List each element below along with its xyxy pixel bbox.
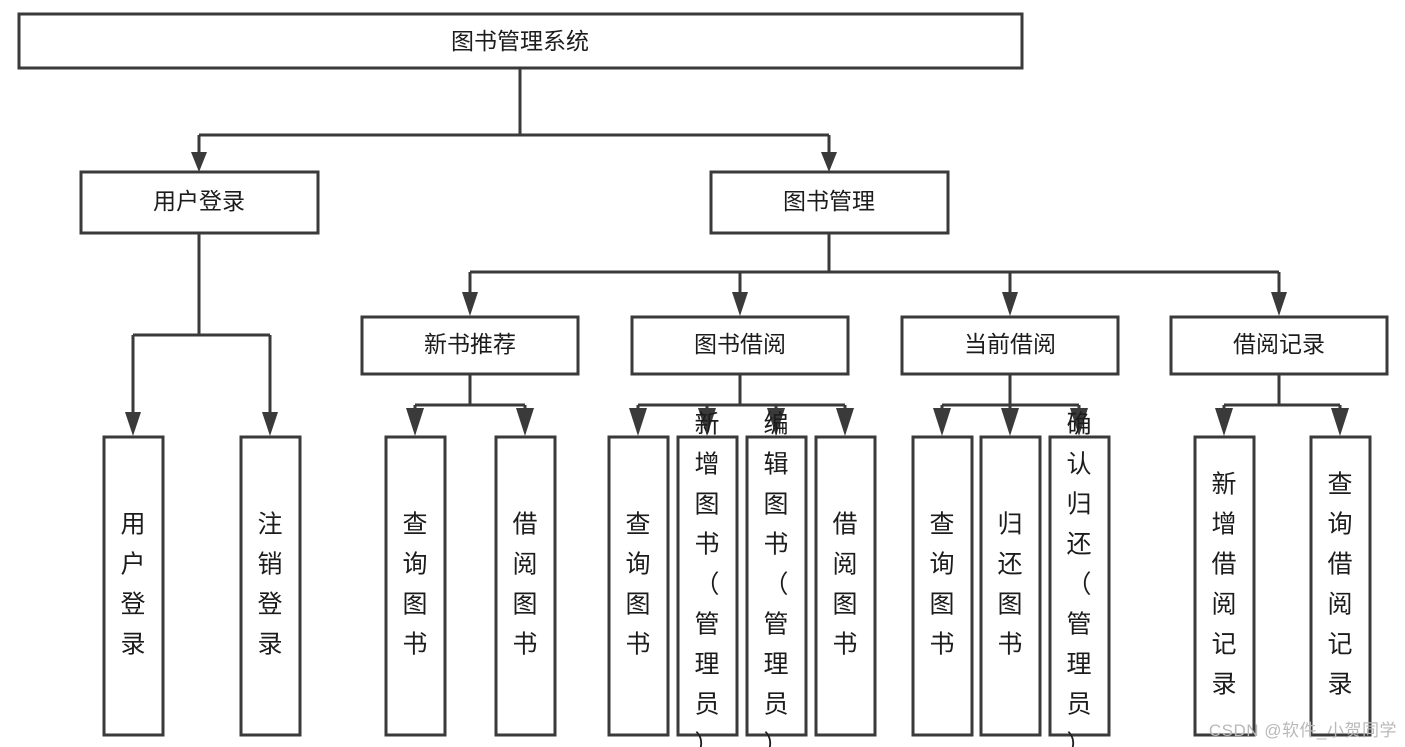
node-book-manage[interactable]: 图书管理 bbox=[709, 170, 950, 235]
arrow-head-leaf-borrow-book-2 bbox=[836, 408, 854, 436]
node-book-manage-label: 图书管理 bbox=[783, 188, 875, 214]
leaf-query-book-1-label: 查询图书 bbox=[402, 511, 427, 659]
node-borrow-record-box[interactable] bbox=[1169, 315, 1389, 376]
leaf-return-book-label: 归还图书 bbox=[997, 511, 1022, 659]
arrow-head-borrow-record bbox=[1271, 292, 1287, 316]
arrow-head-new-book-recommend bbox=[462, 292, 478, 316]
node-user-login-label: 用户登录 bbox=[153, 188, 245, 214]
leaf-query-book-3[interactable]: 查询图书 bbox=[911, 435, 974, 737]
leaf-edit-book[interactable]: 编辑图书（管理员） bbox=[745, 411, 808, 747]
leaf-confirm-return[interactable]: 确认归还（管理员） bbox=[1048, 411, 1111, 747]
leaf-logout-label: 注销登录 bbox=[257, 511, 282, 659]
node-book-borrow[interactable]: 图书借阅 bbox=[630, 315, 850, 376]
arrow-head-leaf-query-record bbox=[1331, 408, 1349, 436]
node-user-login[interactable]: 用户登录 bbox=[79, 170, 320, 235]
arrow-head-book-borrow bbox=[732, 292, 748, 316]
node-book-manage-box[interactable] bbox=[709, 170, 950, 235]
leaf-logout-box[interactable] bbox=[239, 435, 302, 737]
node-borrow-record-label: 借阅记录 bbox=[1233, 331, 1325, 357]
leaf-borrow-book-1-label: 借阅图书 bbox=[512, 511, 537, 659]
leaf-borrow-book-2[interactable]: 借阅图书 bbox=[814, 435, 877, 737]
arrow-head-leaf-add-record bbox=[1215, 408, 1233, 436]
leaf-add-book-label: 新增图书（管理员） bbox=[694, 411, 719, 747]
leaf-query-book-2-box[interactable] bbox=[607, 435, 670, 737]
leaf-query-record-box[interactable] bbox=[1309, 435, 1372, 737]
arrow-head-leaf-logout bbox=[262, 412, 278, 436]
leaf-return-book[interactable]: 归还图书 bbox=[979, 435, 1042, 737]
connector-layer bbox=[125, 68, 1349, 436]
arrow-head-leaf-confirm-return bbox=[1070, 408, 1088, 436]
leaf-user-login-label: 用户登录 bbox=[120, 511, 145, 659]
leaf-edit-book-box[interactable] bbox=[745, 435, 808, 737]
leaf-query-record-label: 查询借阅记录 bbox=[1327, 471, 1352, 699]
leaf-confirm-return-box[interactable] bbox=[1048, 435, 1111, 737]
leaf-query-book-2[interactable]: 查询图书 bbox=[607, 435, 670, 737]
leaf-confirm-return-label: 确认归还（管理员） bbox=[1066, 411, 1091, 747]
leaf-query-book-3-box[interactable] bbox=[911, 435, 974, 737]
leaf-query-book-2-label: 查询图书 bbox=[625, 511, 650, 659]
leaf-add-record-label: 新增借阅记录 bbox=[1211, 471, 1236, 699]
arrow-head-leaf-user-login bbox=[125, 412, 141, 436]
node-book-borrow-label: 图书借阅 bbox=[694, 331, 786, 357]
leaf-query-book-1-box[interactable] bbox=[384, 435, 447, 737]
node-new-book-recommend[interactable]: 新书推荐 bbox=[360, 315, 580, 376]
node-new-book-recommend-box[interactable] bbox=[360, 315, 580, 376]
arrow-head-leaf-query-book-3 bbox=[933, 408, 951, 436]
leaf-add-record-box[interactable] bbox=[1193, 435, 1256, 737]
leaf-borrow-book-2-label: 借阅图书 bbox=[832, 511, 857, 659]
node-current-borrow-label: 当前借阅 bbox=[964, 331, 1056, 357]
leaf-query-book-3-label: 查询图书 bbox=[929, 511, 954, 659]
arrow-head-leaf-add-book bbox=[698, 408, 716, 436]
leaf-query-record[interactable]: 查询借阅记录 bbox=[1309, 435, 1372, 737]
leaf-query-book-1[interactable]: 查询图书 bbox=[384, 435, 447, 737]
node-root[interactable]: 图书管理系统 bbox=[17, 12, 1024, 70]
node-book-borrow-box[interactable] bbox=[630, 315, 850, 376]
node-current-borrow[interactable]: 当前借阅 bbox=[900, 315, 1120, 376]
arrow-head-book-manage bbox=[821, 152, 837, 172]
leaf-add-record[interactable]: 新增借阅记录 bbox=[1193, 435, 1256, 737]
arrow-head-leaf-query-book-1 bbox=[406, 408, 424, 436]
arrow-head-leaf-return-book bbox=[1001, 408, 1019, 436]
node-root-box[interactable] bbox=[17, 12, 1024, 70]
leaf-borrow-book-2-box[interactable] bbox=[814, 435, 877, 737]
node-root-label: 图书管理系统 bbox=[451, 28, 589, 54]
csdn-watermark: CSDN @软件_小贺同学 bbox=[1208, 721, 1397, 740]
leaf-add-book[interactable]: 新增图书（管理员） bbox=[676, 411, 739, 747]
arrow-head-user-login bbox=[191, 152, 207, 172]
node-current-borrow-box[interactable] bbox=[900, 315, 1120, 376]
leaf-user-login[interactable]: 用户登录 bbox=[102, 435, 165, 737]
leaf-edit-book-label: 编辑图书（管理员） bbox=[763, 411, 788, 747]
leaf-return-book-box[interactable] bbox=[979, 435, 1042, 737]
arrow-head-leaf-edit-book bbox=[767, 408, 785, 436]
leaf-user-login-box[interactable] bbox=[102, 435, 165, 737]
leaf-add-book-box[interactable] bbox=[676, 435, 739, 737]
leaf-borrow-book-1-box[interactable] bbox=[494, 435, 557, 737]
node-user-login-box[interactable] bbox=[79, 170, 320, 235]
node-borrow-record[interactable]: 借阅记录 bbox=[1169, 315, 1389, 376]
leaf-logout[interactable]: 注销登录 bbox=[239, 435, 302, 737]
arrow-head-leaf-borrow-book-1 bbox=[516, 408, 534, 436]
arrow-head-current-borrow bbox=[1002, 292, 1018, 316]
leaf-borrow-book-1[interactable]: 借阅图书 bbox=[494, 435, 557, 737]
node-new-book-recommend-label: 新书推荐 bbox=[424, 331, 516, 357]
arrow-head-leaf-query-book-2 bbox=[629, 408, 647, 436]
